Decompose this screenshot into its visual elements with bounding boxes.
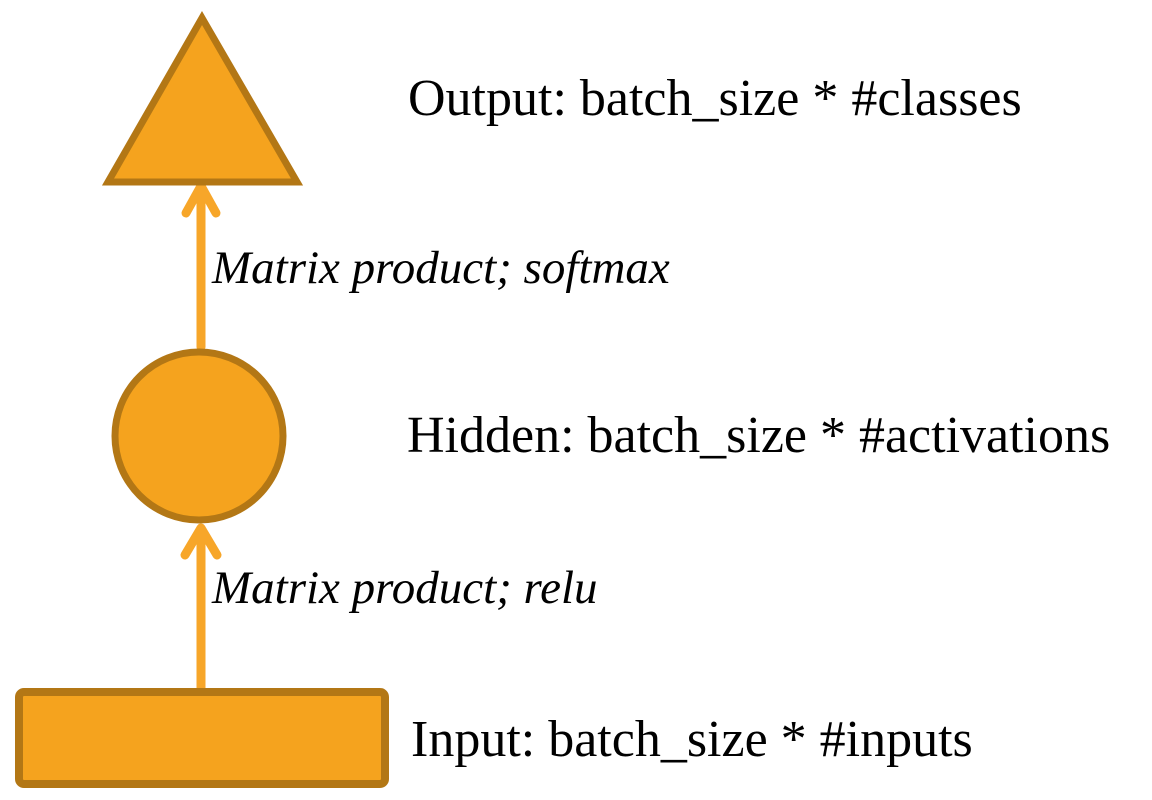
hidden-node-label: Hidden: batch_size * #activations bbox=[407, 407, 1111, 464]
hidden-node-circle bbox=[111, 348, 287, 524]
arrow-hidden-to-output bbox=[181, 181, 221, 352]
edge-label-relu: Matrix product; relu bbox=[212, 562, 598, 614]
output-node-label: Output: batch_size * #classes bbox=[408, 70, 1022, 127]
arrow-head-icon bbox=[180, 523, 222, 560]
edge-label-softmax: Matrix product; softmax bbox=[212, 242, 670, 294]
input-node-rectangle bbox=[15, 688, 389, 788]
arrow-input-to-hidden bbox=[180, 523, 222, 694]
input-node-label: Input: batch_size * #inputs bbox=[411, 711, 973, 768]
arrow-head-icon bbox=[181, 181, 221, 218]
output-node-triangle bbox=[101, 10, 304, 186]
